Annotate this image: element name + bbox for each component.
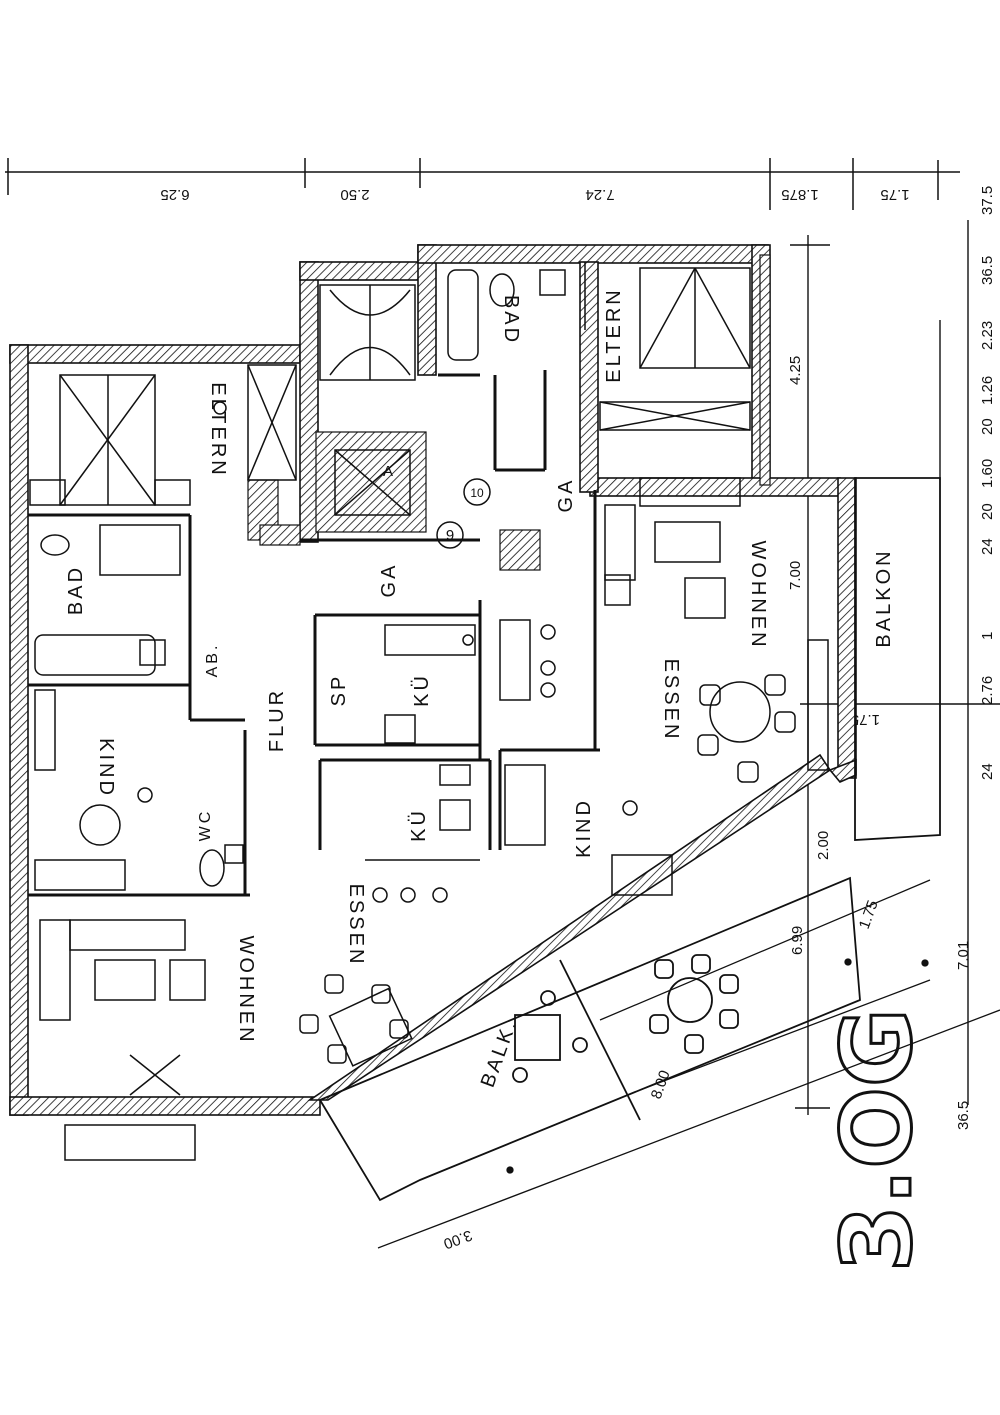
room-label-essen-right: ESSEN bbox=[660, 659, 682, 742]
dim-top-3: 7.24 bbox=[585, 186, 614, 203]
right-living-furniture bbox=[499, 477, 829, 783]
balconies bbox=[318, 477, 941, 1202]
dim-right-8: 24 bbox=[979, 538, 996, 555]
dim-right-6: 1.60 bbox=[979, 459, 996, 488]
diagonal-dimension-lines bbox=[377, 879, 1000, 1249]
room-label-right-wohnen: WOHNEN bbox=[747, 540, 769, 649]
dim-top-2: 2.50 bbox=[340, 186, 369, 203]
dim-1-75-small: 1.75 bbox=[856, 898, 882, 931]
room-label-sp: SP bbox=[328, 674, 350, 707]
room-label-balkon: BALKON bbox=[873, 548, 895, 647]
dim-7-01: 7.01 bbox=[955, 941, 972, 970]
dim-top-4: 1.875 bbox=[781, 186, 819, 203]
center-dining-table bbox=[299, 974, 413, 1067]
room-label-left-eltern: ELTERN bbox=[207, 382, 229, 477]
dim-7-00: 7.00 bbox=[787, 561, 804, 590]
room-label-abstell: AB. bbox=[204, 643, 221, 678]
dim-right-4: 1.26 bbox=[979, 376, 996, 405]
stair-number-9: 9 bbox=[446, 527, 454, 544]
right-dimension-line bbox=[790, 220, 1000, 1115]
dim-right-3: 2.23 bbox=[979, 321, 996, 350]
stair-number-10: 10 bbox=[470, 486, 484, 500]
dim-right-1: 37.5 bbox=[979, 186, 996, 215]
room-label-left-kind: KIND bbox=[95, 738, 117, 798]
dim-6-99: 6.99 bbox=[789, 926, 806, 955]
floor-label: 3.OG bbox=[821, 1008, 933, 1272]
center-kitchen-fixtures bbox=[365, 624, 480, 903]
dim-right-2: 36.5 bbox=[979, 256, 996, 285]
dim-right-11: 24 bbox=[979, 763, 996, 780]
lift-label: A bbox=[383, 463, 393, 480]
top-dimension-line bbox=[5, 158, 960, 210]
left-furniture bbox=[29, 364, 297, 1161]
room-label-ga-left: GA bbox=[378, 563, 400, 598]
dim-3-00: 3.00 bbox=[441, 1226, 474, 1252]
room-label-flur: FLUR bbox=[266, 688, 288, 752]
right-kind-furniture bbox=[504, 764, 673, 896]
interior-walls bbox=[28, 370, 600, 897]
dim-36-5-bottom: 36.5 bbox=[955, 1101, 972, 1130]
room-label-essen-left: ESSEN bbox=[345, 884, 367, 967]
top-dimension-labels: 6.25 2.50 7.24 1.875 1.75 bbox=[160, 186, 909, 203]
dim-top-5: 1.75 bbox=[880, 186, 909, 203]
room-label-right-bad: BAD bbox=[500, 295, 522, 345]
room-label-right-kind: KIND bbox=[573, 798, 595, 858]
dim-2-00: 2.00 bbox=[815, 831, 832, 860]
room-label-right-eltern: ELTERN bbox=[603, 287, 625, 382]
room-label-kue-top: KÜ bbox=[411, 673, 433, 707]
right-bath-eltern-fixtures bbox=[447, 262, 751, 431]
dim-right-9: 1 bbox=[979, 632, 996, 640]
dim-1-75-balkon: 1.75 bbox=[851, 711, 880, 728]
stair-lift bbox=[319, 284, 491, 549]
room-label-kue-bottom: KÜ bbox=[408, 808, 430, 842]
room-label-ga-right: GA bbox=[555, 478, 577, 513]
dim-right-10: 2.76 bbox=[979, 676, 996, 705]
dim-4-25: 4.25 bbox=[787, 356, 804, 385]
dim-right-5: 20 bbox=[979, 418, 996, 435]
room-label-wc: WC bbox=[197, 809, 214, 842]
dim-top-1: 6.25 bbox=[160, 186, 189, 203]
room-label-left-wohnen: WOHNEN bbox=[235, 935, 257, 1044]
room-label-left-bad: BAD bbox=[65, 565, 87, 615]
dim-right-7: 20 bbox=[979, 503, 996, 520]
right-dimension-labels: 37.5 36.5 2.23 1.26 20 1.60 20 24 1 2.76… bbox=[979, 186, 996, 780]
